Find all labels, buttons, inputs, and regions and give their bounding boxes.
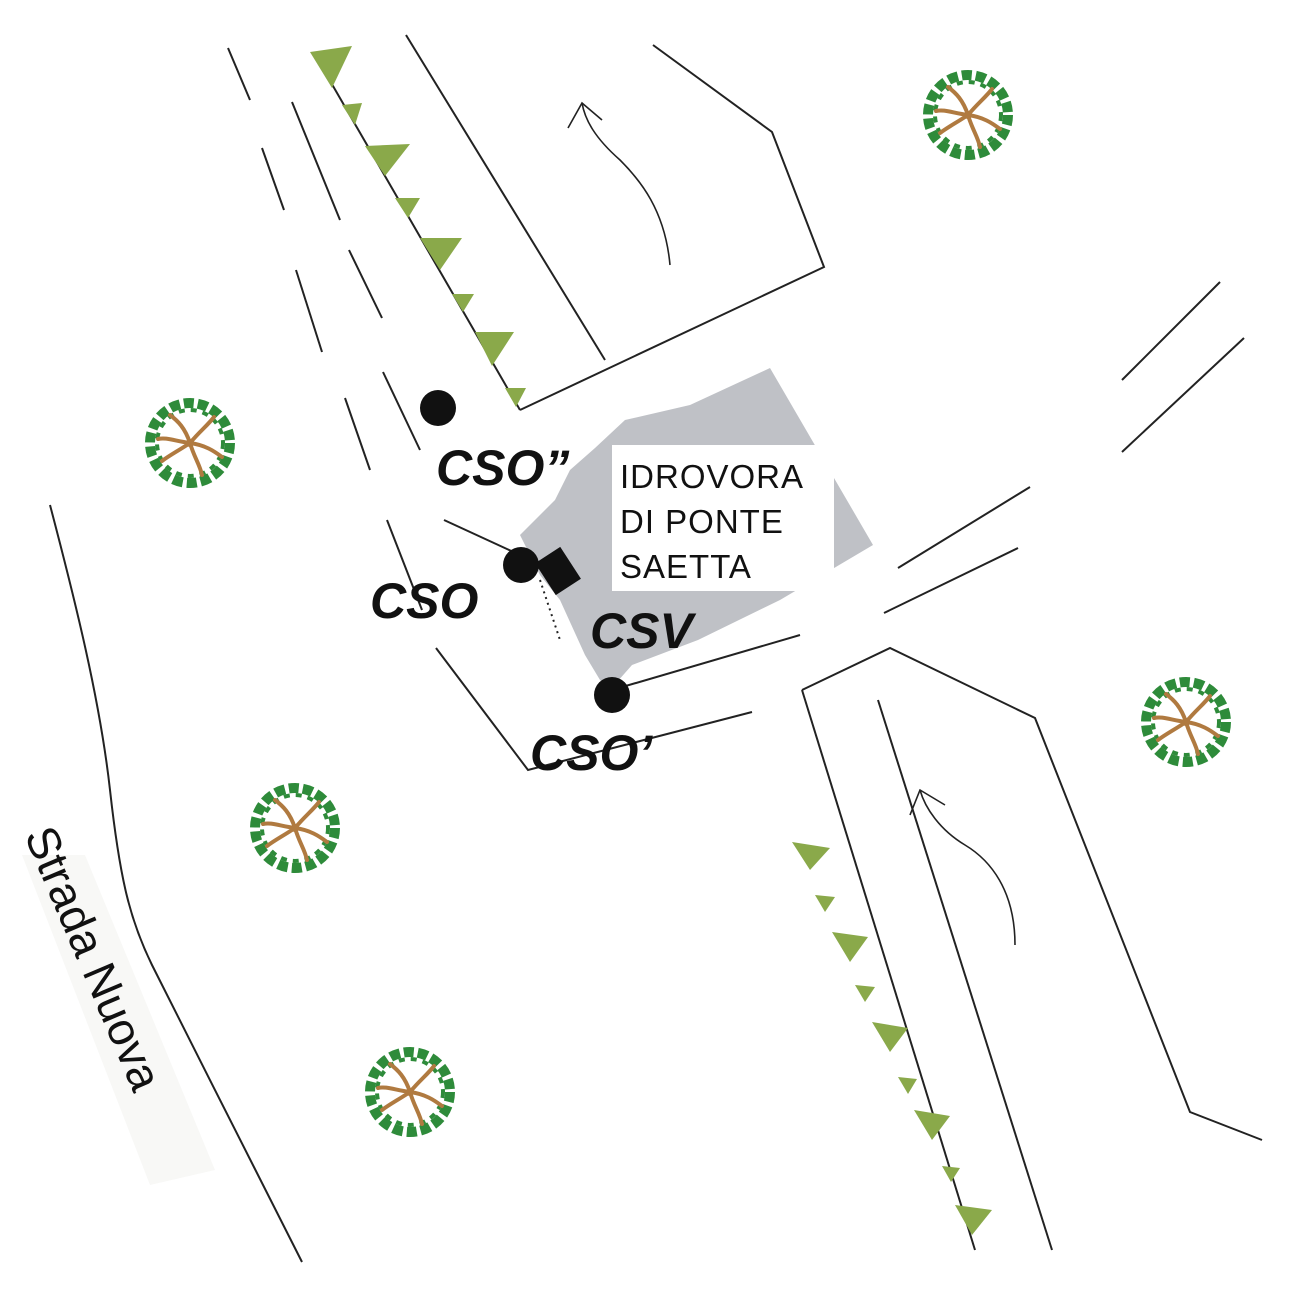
road-label-bg	[22, 855, 215, 1185]
flow-arrow-icon	[567, 101, 671, 266]
plant-label-box	[612, 445, 834, 591]
embankment-triangle-icon	[898, 1077, 917, 1094]
embankment-triangle-icon	[475, 332, 514, 366]
plant-label-line3: SAETTA	[620, 548, 752, 585]
tree-icon	[150, 403, 230, 483]
plant-label-line2: DI PONTE	[620, 503, 784, 540]
embankment-triangle-icon	[342, 103, 362, 125]
embankment-triangle-icon	[310, 46, 352, 88]
cso-marker[interactable]	[503, 547, 539, 583]
embankment-triangle-icon	[815, 895, 835, 912]
embankment-triangle-icon	[452, 294, 474, 312]
tree-icon	[370, 1052, 450, 1132]
embankment-lower	[792, 842, 992, 1235]
tree-icon	[928, 75, 1008, 155]
cso-upper-marker[interactable]	[420, 390, 456, 426]
cso-lower-label: CSO’	[530, 725, 653, 781]
tree-icon	[1146, 682, 1226, 762]
embankment-triangle-icon	[942, 1166, 960, 1182]
embankment-triangle-icon	[855, 985, 875, 1002]
cso-lower-marker[interactable]	[594, 677, 630, 713]
embankment-triangle-icon	[832, 932, 868, 962]
flow-arrow-icon	[909, 788, 1016, 946]
embankment-triangle-icon	[395, 198, 420, 218]
csv-label: CSV	[590, 603, 696, 659]
embankment-triangle-icon	[365, 144, 410, 176]
embankment-triangle-icon	[420, 238, 462, 270]
embankment-triangle-icon	[505, 388, 526, 407]
embankment-triangle-icon	[914, 1110, 950, 1140]
tree-icon	[255, 788, 335, 868]
embankment-upper	[310, 46, 526, 407]
csv-marker[interactable]	[535, 546, 581, 596]
embankment-triangle-icon	[872, 1022, 908, 1052]
cso-label: CSO	[370, 573, 478, 629]
embankment-triangle-icon	[792, 842, 830, 870]
cso-upper-label: CSO”	[436, 440, 569, 496]
embankment-triangle-icon	[955, 1205, 992, 1235]
plant-label-line1: IDROVORA	[620, 458, 804, 495]
